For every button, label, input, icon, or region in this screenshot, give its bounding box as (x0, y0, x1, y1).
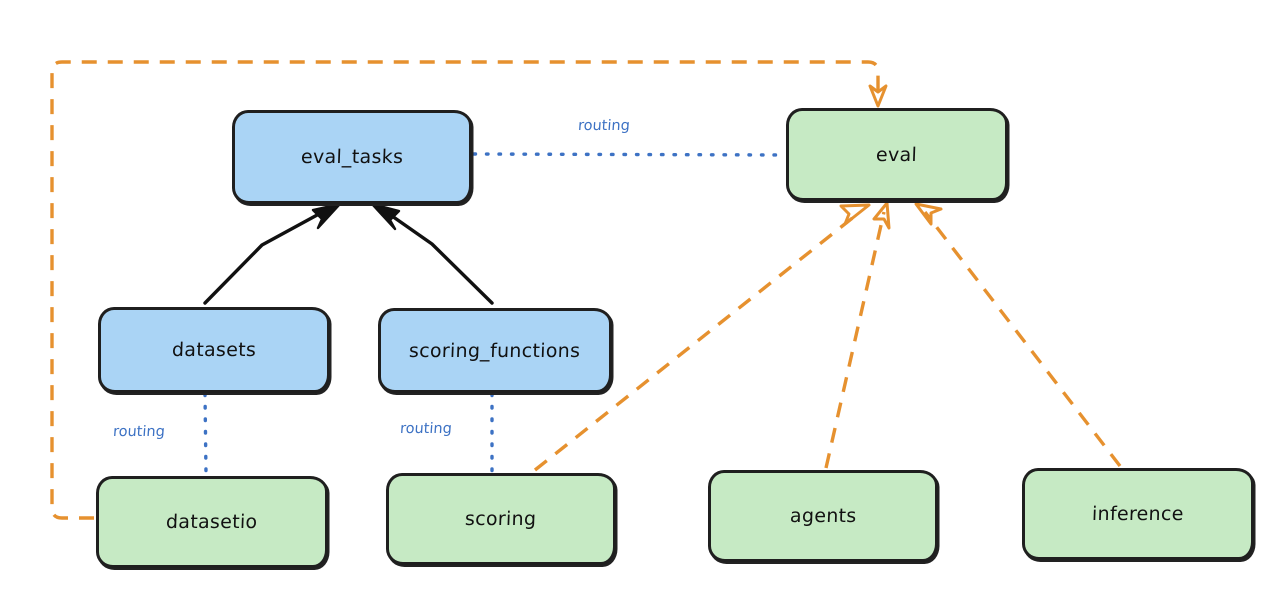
node-agents[interactable]: agents (708, 470, 938, 562)
edge-agents-to-eval (824, 201, 891, 469)
node-label-agents: agents (789, 505, 857, 527)
edge-datasets-routing-datasetio (203, 392, 208, 476)
node-label-datasetio: datasetio (165, 511, 259, 533)
edge-scoring-functions-to-eval-tasks (370, 202, 494, 305)
edge-label-routing-scoring: routing (399, 421, 453, 437)
node-inference[interactable]: inference (1022, 468, 1254, 560)
edge-eval-tasks-routing-eval (472, 152, 786, 157)
node-datasetio[interactable]: datasetio (96, 476, 328, 568)
edge-inference-to-eval (914, 202, 1122, 468)
node-label-scoring-functions: scoring_functions (408, 339, 582, 362)
node-eval-tasks[interactable]: eval_tasks (232, 110, 472, 204)
node-label-scoring: scoring (464, 508, 538, 530)
node-label-eval: eval (876, 143, 918, 166)
node-label-datasets: datasets (171, 339, 257, 361)
node-label-inference: inference (1091, 503, 1185, 525)
node-scoring-functions[interactable]: scoring_functions (378, 308, 612, 393)
edge-datasets-to-eval-tasks (203, 202, 342, 305)
node-scoring[interactable]: scoring (386, 473, 616, 565)
node-datasets[interactable]: datasets (98, 307, 330, 393)
edge-label-routing-datasets: routing (112, 424, 166, 440)
edge-label-routing-eval: routing (577, 118, 631, 134)
node-label-eval-tasks: eval_tasks (300, 146, 404, 168)
node-eval[interactable]: eval (786, 108, 1008, 201)
